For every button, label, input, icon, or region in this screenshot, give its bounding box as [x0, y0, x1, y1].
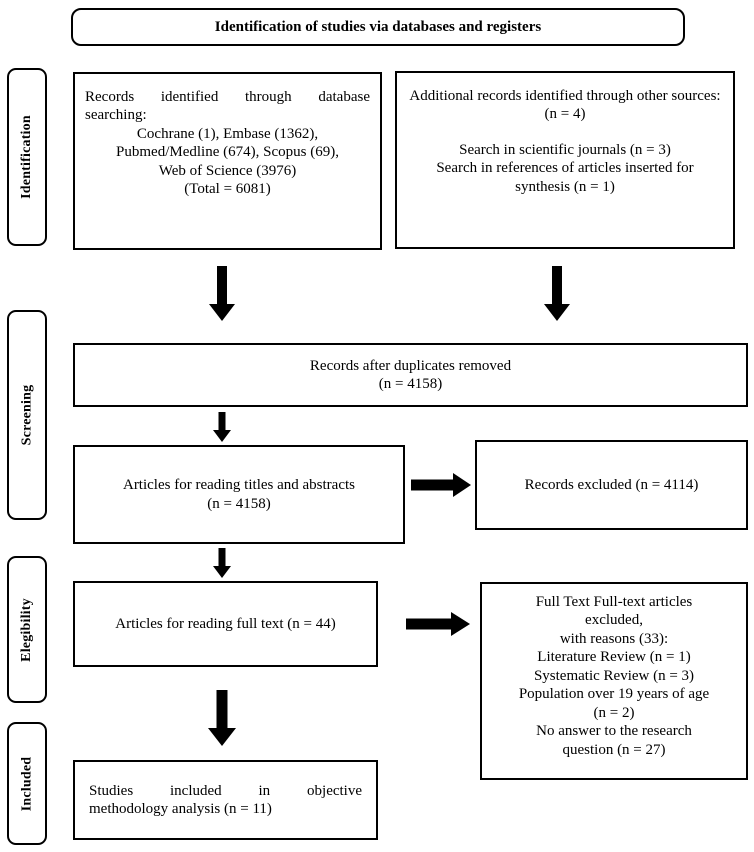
records-identified-line-1: Records identified through database: [85, 89, 370, 105]
arrow-titles-to-fulltext-icon: [209, 548, 235, 578]
diagram-banner: Identification of studies via databases …: [71, 8, 685, 46]
box-records-identified: Records identified through database sear…: [73, 72, 382, 250]
stage-label-identification-text: Identification: [19, 115, 35, 199]
full-text-line-1: Articles for reading full text (n = 44): [115, 615, 336, 632]
studies-included-line-2: methodology analysis (n = 11): [89, 801, 272, 817]
arrow-identification-right-icon: [541, 266, 573, 321]
full-text-excluded-line-7: (n = 2): [593, 704, 635, 721]
records-identified-line-2: searching:: [85, 107, 147, 124]
arrow-identification-left-icon: [206, 266, 238, 321]
box-studies-included: Studies included in objective methodolog…: [73, 760, 378, 840]
stage-label-screening: Screening: [7, 310, 47, 520]
stage-label-screening-text: Screening: [19, 384, 34, 446]
records-identified-line-4: Pubmed/Medline (674), Scopus (69),: [116, 144, 339, 161]
duplicates-removed-line-2: (n = 4158): [378, 376, 443, 392]
box-duplicates-removed: Records after duplicates removed (n = 41…: [73, 343, 748, 407]
full-text-excluded-line-2: excluded,: [585, 612, 643, 629]
full-text-excluded-line-6: Population over 19 years of age: [518, 686, 710, 703]
titles-abstracts-line-2: (n = 4158): [207, 495, 271, 512]
records-excluded-line-1: Records excluded (n = 4114): [524, 476, 699, 493]
additional-records-line-3: Search in references of articles inserte…: [436, 160, 694, 195]
full-text-excluded-line-4: Literature Review (n = 1): [537, 649, 691, 666]
stage-label-identification: Identification: [7, 68, 47, 246]
duplicates-removed-line-1: Records after duplicates removed: [309, 357, 512, 374]
stage-label-eligibility-text: Elegibility: [19, 597, 34, 662]
studies-included-line-1: Studies included in objective: [89, 782, 362, 799]
stage-label-included-text: Included: [19, 756, 35, 811]
arrow-titles-excluded-icon: [411, 473, 471, 497]
full-text-excluded-line-3: with reasons (33):: [559, 630, 669, 647]
full-text-excluded-line-5: Systematic Review (n = 3): [533, 667, 695, 684]
additional-records-spacer: [407, 124, 723, 141]
box-records-excluded: Records excluded (n = 4114): [475, 440, 748, 530]
full-text-excluded-line-8: No answer to the research: [536, 723, 692, 740]
arrow-duplicates-to-titles-icon: [209, 412, 235, 442]
arrow-fulltext-to-included-icon: [206, 690, 238, 746]
additional-records-line-1: Additional records identified through ot…: [409, 88, 721, 123]
arrow-fulltext-excluded-icon: [406, 612, 470, 636]
stage-label-included: Included: [7, 722, 47, 845]
box-titles-abstracts: Articles for reading titles and abstract…: [73, 445, 405, 544]
full-text-excluded-line-9: question (n = 27): [562, 741, 666, 758]
box-additional-records: Additional records identified through ot…: [395, 71, 735, 249]
box-full-text: Articles for reading full text (n = 44): [73, 581, 378, 667]
full-text-excluded-line-1: Full Text Full-text articles: [535, 594, 693, 610]
titles-abstracts-line-1: Articles for reading titles and abstract…: [122, 477, 355, 494]
stage-label-eligibility: Elegibility: [7, 556, 47, 703]
diagram-banner-label: Identification of studies via databases …: [214, 18, 542, 35]
records-identified-line-6: (Total = 6081): [184, 181, 271, 198]
records-identified-line-5: Web of Science (3976): [158, 162, 297, 179]
records-identified-line-3: Cochrane (1), Embase (1362),: [136, 125, 319, 142]
box-full-text-excluded: Full Text Full-text articles excluded, w…: [480, 582, 748, 780]
additional-records-line-2: Search in scientific journals (n = 3): [459, 141, 671, 158]
